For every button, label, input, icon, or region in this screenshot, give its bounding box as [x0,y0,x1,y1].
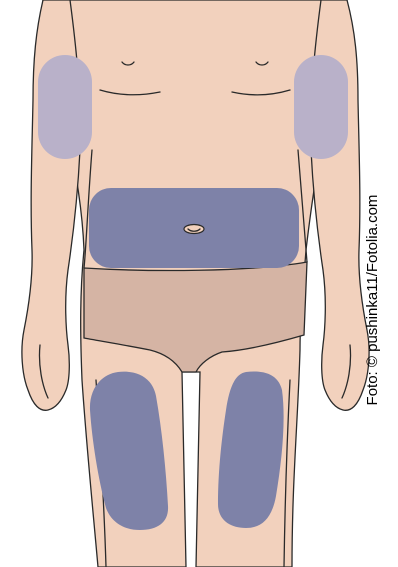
injection-zone-left-upper-arm [38,55,92,159]
injection-zone-right-upper-arm [294,55,348,159]
photo-credit: Foto: © pushinka11/Fotolia.com [364,170,382,430]
navel [184,225,204,234]
